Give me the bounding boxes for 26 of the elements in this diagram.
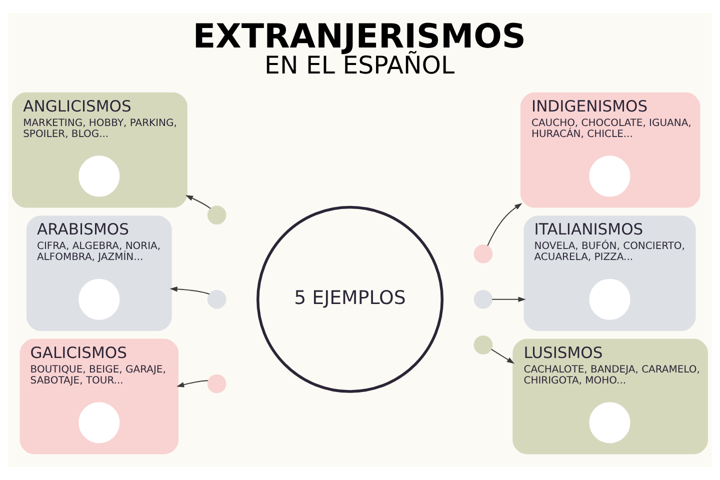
node-circle (474, 335, 493, 354)
cluster: LUSISMOS CACHALOTE, BANDEJA, CARAMELO, CHIRIGOTA, MOHO... (512, 338, 708, 454)
arrow (492, 296, 526, 302)
node-circle (589, 278, 630, 320)
node-circle (474, 244, 493, 264)
node-circle (78, 156, 120, 197)
node-circle (474, 290, 493, 309)
cluster: INDIGENISMOS CAUCHO, CHOCOLATE, IGUANA, HURACÁN, CHICLE... (520, 92, 700, 208)
node-circle (207, 374, 226, 394)
arrow (487, 203, 522, 246)
arrow (185, 195, 212, 209)
node-circle (589, 402, 630, 444)
node-circle (78, 278, 120, 320)
node-circle (589, 156, 630, 197)
cluster: ANGLICISMOS MARKETING, HOBBY, PARKING, SPOILER, BLOG... (12, 92, 188, 208)
node-circle (207, 206, 226, 224)
diagram-title: EXTRANJERISMOS EN EL ESPAÑOL (192, 16, 526, 80)
cluster: ARABISMOS CIFRA, ALGEBRA, NORIA, ALFOMBRA, JAZMÍN... (26, 216, 172, 332)
arrow (490, 348, 514, 364)
node-circle (78, 402, 120, 444)
node-circle: 5 EJEMPLOS (256, 206, 444, 393)
cluster: ITALIANISMOS NOVELA, BUFÓN, CONCIERTO, ACUARELA, PIZZA... (524, 216, 696, 332)
arrow (170, 286, 210, 295)
arrow (176, 380, 208, 388)
node-circle (207, 290, 226, 309)
cluster: GALICISMOS BOUTIQUE, BEIGE, GARAJE, SABOTAJE, TOUR... (20, 338, 179, 454)
